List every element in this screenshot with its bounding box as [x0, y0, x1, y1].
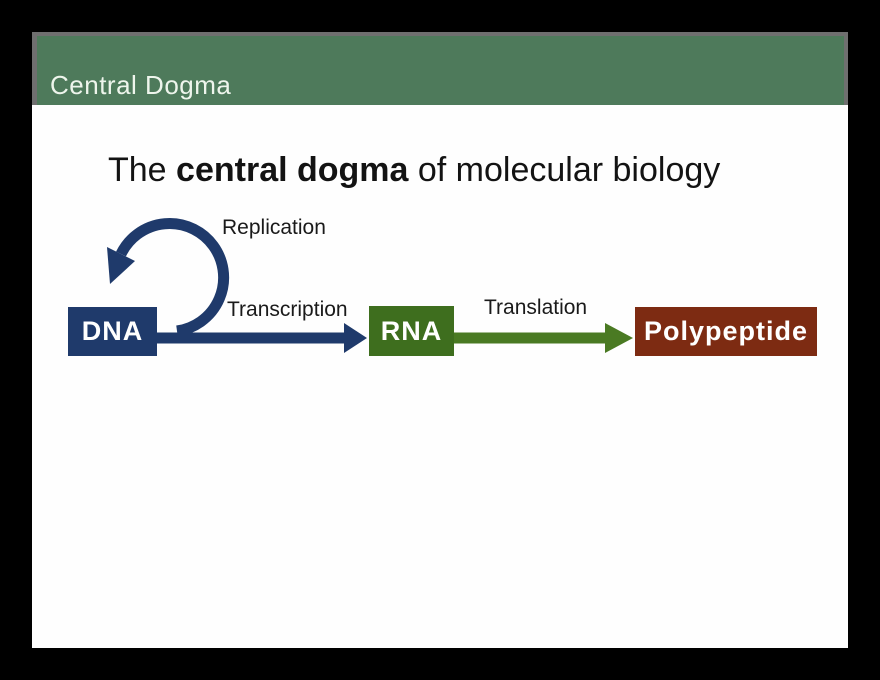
node-polypeptide: Polypeptide [635, 307, 817, 356]
slide-header: Central Dogma [32, 32, 848, 105]
node-dna-label: DNA [81, 316, 144, 346]
label-transcription: Transcription [227, 298, 348, 321]
transcription-arrow [156, 332, 345, 344]
node-rna: RNA [369, 306, 454, 356]
slide: Central Dogma The central dogma of molec… [32, 32, 848, 648]
label-replication: Replication [222, 216, 326, 239]
slide-header-title: Central Dogma [50, 70, 232, 100]
central-dogma-diagram: DNA RNA Polypeptide Replication Transcri… [32, 32, 848, 648]
node-rna-label: RNA [380, 315, 443, 346]
translation-arrow [453, 332, 606, 344]
page-title-emphasis: central dogma [176, 151, 409, 189]
page-title: The central dogma of molecular biology [108, 150, 720, 190]
label-translation: Translation [484, 296, 588, 319]
translation-arrowhead [605, 323, 633, 353]
node-polypeptide-label: Polypeptide [643, 316, 809, 346]
page-title-prefix: The [108, 151, 177, 189]
node-dna: DNA [68, 307, 157, 356]
page-title-suffix: of molecular biology [408, 151, 721, 189]
replication-loop-arrowhead [107, 247, 135, 284]
transcription-arrowhead [344, 323, 367, 353]
